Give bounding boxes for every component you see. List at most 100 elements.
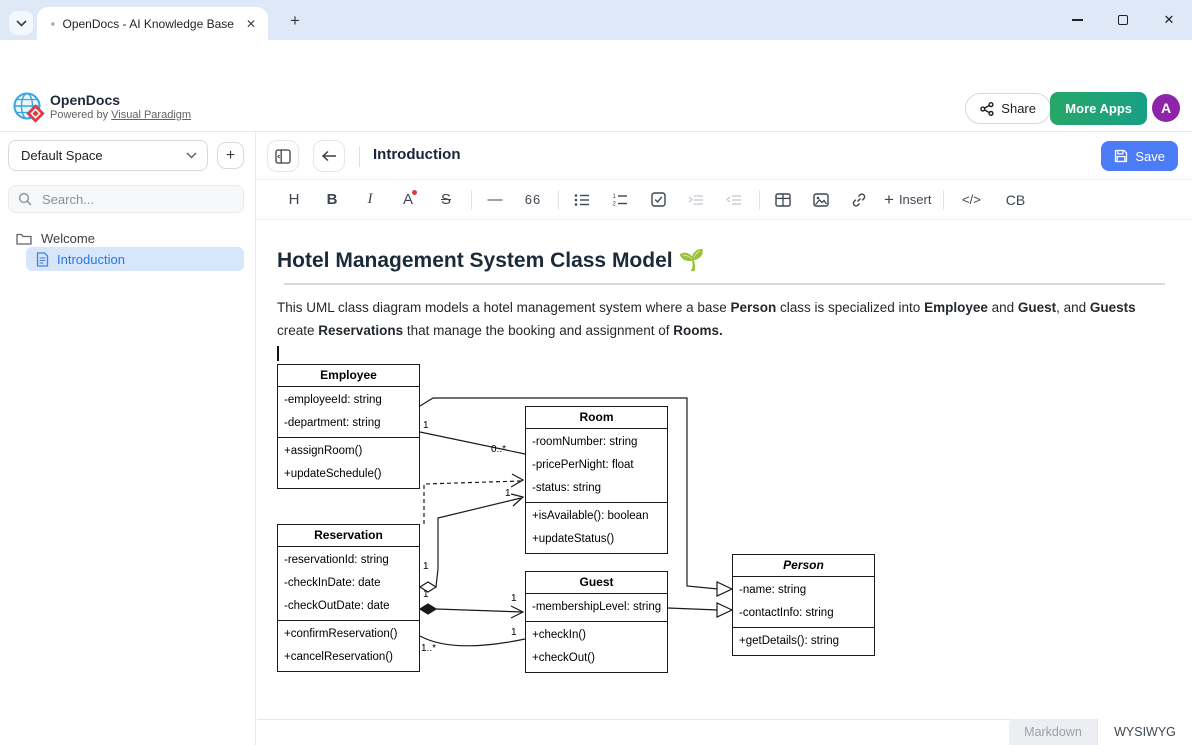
heading-button[interactable]: H [288,191,300,208]
back-button-editor[interactable] [313,140,345,172]
divider [359,146,360,167]
opendocs-logo [12,91,48,125]
uml-connectors [418,397,734,647]
app-header: OpenDocs Powered by Visual Paradigm Shar… [0,84,1192,132]
browser-tab[interactable]: OpenDocs - AI Knowledge Base ✕ [37,7,268,40]
tab-favicon-globe-icon [51,21,55,26]
floppy-save-icon [1115,149,1128,163]
divider [471,189,472,210]
multiplicity-label: 1 [511,593,517,604]
editor-pane: Introduction Save H B I A S — 66 [257,132,1192,745]
search-box[interactable] [8,185,244,213]
collapse-sidebar-button[interactable] [267,140,299,172]
sidebar-item-welcome[interactable]: Welcome [10,227,95,249]
space-selector[interactable]: Default Space [8,140,208,171]
text-cursor [277,346,279,361]
indent-button [683,187,709,213]
sidebar: Default Space + Welcome Introduction [0,132,256,745]
code-block-button[interactable]: CB [1005,191,1026,208]
aggregation-arrowhead [510,493,525,507]
powered-by: Powered by Visual Paradigm [50,109,192,121]
tab-close-icon[interactable]: ✕ [245,16,256,31]
insert-table-button[interactable] [770,187,796,213]
document-canvas[interactable]: Hotel Management System Class Model 🌱 Th… [257,220,1192,719]
chevron-down-icon [186,152,197,159]
uml-class-person[interactable]: Person -name: string -contactInfo: strin… [732,554,875,656]
strikethrough-button[interactable]: S [440,191,451,208]
wysiwyg-mode-button[interactable]: WYSIWYG [1097,719,1192,745]
multiplicity-label: 1 [511,627,517,638]
plus-icon: + [884,189,894,209]
sidebar-item-introduction[interactable]: Introduction [26,247,244,271]
editor-header: Introduction Save [257,132,1192,180]
visual-paradigm-link[interactable]: Visual Paradigm [111,109,192,121]
add-space-button[interactable]: + [217,142,244,169]
panel-collapse-icon [275,148,291,164]
generalization-employee-person [419,397,719,590]
task-list-button[interactable] [645,187,671,213]
blockquote-button[interactable]: 66 [524,192,542,207]
search-input[interactable] [40,190,220,208]
more-apps-button[interactable]: More Apps [1050,92,1147,125]
insert-image-button[interactable] [808,187,834,213]
bold-button[interactable]: B [326,191,338,208]
inline-code-button[interactable]: </> [962,192,981,207]
divider [558,189,559,210]
multiplicity-label: 1 [423,589,429,600]
chevron-down-icon [15,19,27,27]
outdent-button [721,187,747,213]
divider [759,189,760,210]
aggregation-reservation-room [435,497,522,588]
multiplicity-label: 1 [423,420,429,431]
seedling-emoji: 🌱 [678,249,705,272]
page-title: Introduction [373,146,461,163]
doc-paragraph: This UML class diagram models a hotel ma… [277,300,1136,338]
window-minimize-button[interactable] [1054,0,1100,40]
generalization-arrowhead [716,581,734,597]
tab-title: OpenDocs - AI Knowledge Base [62,16,234,31]
multiplicity-label: 0..* [491,444,507,455]
uml-class-reservation[interactable]: Reservation -reservationId: string -chec… [277,524,420,672]
svg-text:1: 1 [613,194,617,200]
uml-class-diagram[interactable]: 1 0..* 1 1 1 1 1..* 1 Employee -employee… [277,362,1158,674]
save-button[interactable]: Save [1101,141,1178,171]
multiplicity-label: 1 [505,488,511,499]
window-maximize-button[interactable] [1100,0,1146,40]
insert-link-button[interactable] [846,187,872,213]
new-tab-button[interactable]: + [290,11,300,30]
insert-button[interactable]: + Insert [884,189,932,209]
composition-arrowhead [510,605,525,619]
association-employee-room [419,431,526,455]
search-icon [18,192,32,206]
bullet-list-button[interactable] [569,187,595,213]
document-icon [36,251,49,267]
red-dot [412,189,417,195]
dependency-arrowhead [510,473,525,488]
numbered-list-button[interactable]: 1 2 [607,187,633,213]
uml-class-room[interactable]: Room -roomNumber: string -pricePerNight:… [525,406,668,554]
generalization-guest-person [667,607,719,611]
generalization-arrowhead [716,602,734,618]
formatting-toolbar: H B I A S — 66 1 2 [257,180,1192,220]
folder-icon [16,233,32,245]
uml-class-guest[interactable]: Guest -membershipLevel: string +checkIn(… [525,571,668,673]
italic-button[interactable]: I [367,191,373,207]
share-button[interactable]: Share [965,93,1051,124]
browser-toolbar: ← → ai-toolbox.visual-paradigm.com/app/o… [0,40,1192,117]
uml-class-employee[interactable]: Employee -employeeId: string -department… [277,364,420,489]
horizontal-rule-button[interactable]: — [487,191,503,208]
composition-diamond [418,603,438,615]
maximize-icon [1118,15,1128,25]
minimize-icon [1071,19,1083,21]
close-icon: ✕ [1163,12,1175,27]
editor-status-bar: Markdown WYSIWYG [257,719,1192,745]
app-name: OpenDocs [50,92,121,108]
user-avatar[interactable]: A [1152,94,1180,122]
composition-reservation-guest [435,608,524,613]
font-color-button[interactable]: A [395,187,421,213]
association-reservation-guest [419,635,526,647]
doc-heading: Hotel Management System Class Model 🌱 [277,249,705,272]
tab-search-button[interactable] [9,11,33,35]
markdown-mode-button[interactable]: Markdown [1009,719,1097,745]
window-close-button[interactable]: ✕ [1146,0,1192,40]
